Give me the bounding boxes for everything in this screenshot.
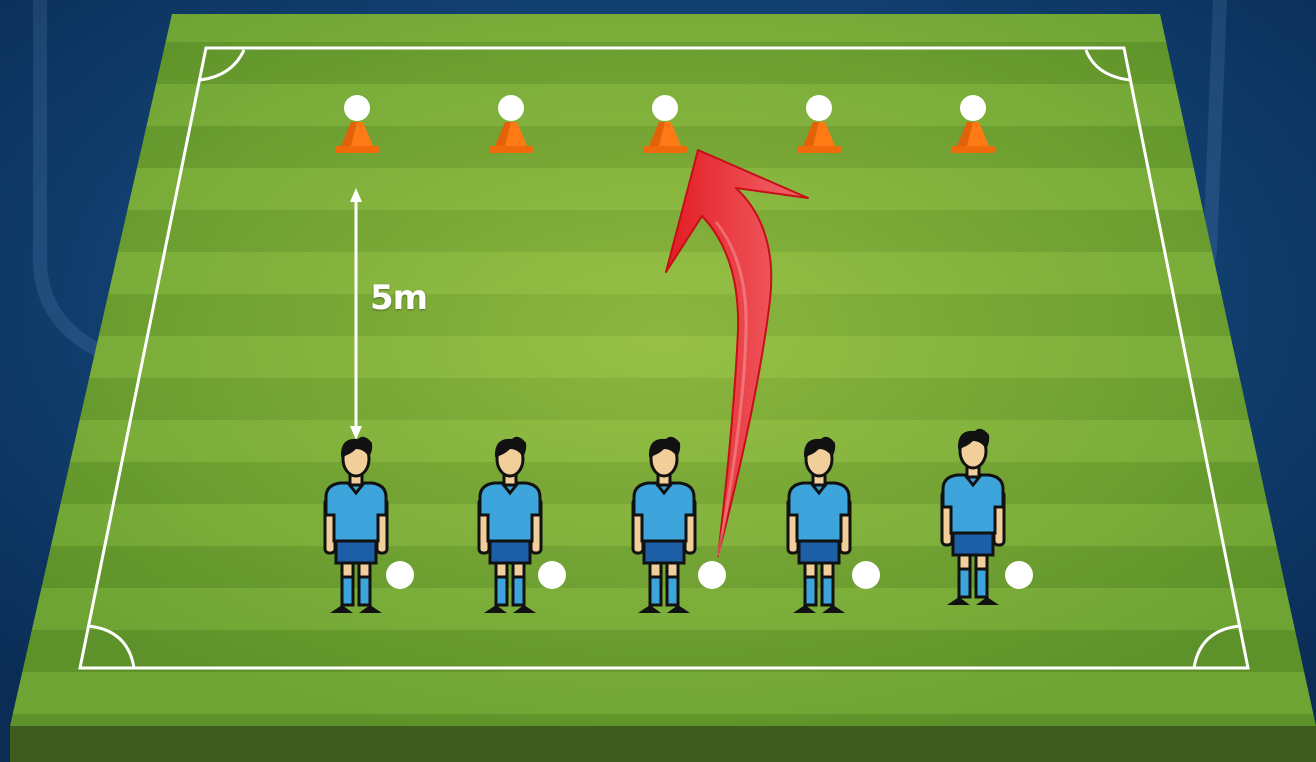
ball-1 <box>386 561 414 589</box>
pitch-side <box>10 726 1316 762</box>
ball-3 <box>698 561 726 589</box>
ball-2 <box>538 561 566 589</box>
ball-4 <box>852 561 880 589</box>
ball-5 <box>1005 561 1033 589</box>
distance-label: 5m <box>370 278 427 318</box>
